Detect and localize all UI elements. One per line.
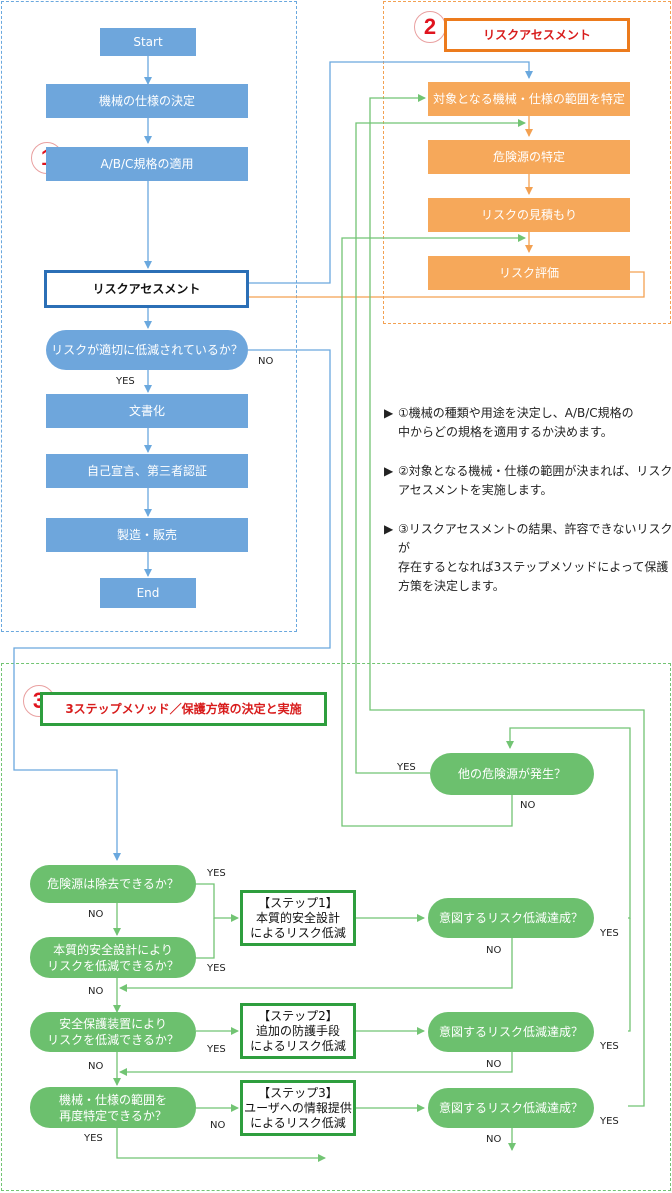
section3-title: 3ステップメソッド／保護方策の決定と実施 [40, 692, 327, 726]
achieved-decision-1: 意図するリスク低減達成？ [428, 898, 594, 938]
note-1-text: ①機械の種類や用途を決定し、A/B/C規格の 中からどの規格を適用するか決めます… [398, 406, 634, 439]
respecify-decision: 機械・仕様の範囲を 再度特定できるか？ [30, 1087, 196, 1128]
manufacturing-node: 製造・販売 [46, 518, 248, 552]
achieved-1-yes-label: YES [600, 928, 619, 939]
inherent-yes-label: YES [207, 963, 226, 974]
other-hazard-decision: 他の危険源が発生？ [430, 753, 594, 795]
inherent-no-label: NO [88, 986, 104, 997]
note-2: ▶ ②対象となる機械・仕様の範囲が決まれば、リスク アセスメントを実施します。 [384, 462, 672, 506]
achieved-2-no-label: NO [486, 1059, 502, 1070]
achieved-decision-3: 意図するリスク低減達成？ [428, 1088, 594, 1128]
risk-reduced-decision: リスクが適切に低減されているか？ [46, 330, 248, 370]
start-node: Start [100, 28, 196, 56]
standards-node: A/B/C規格の適用 [46, 147, 248, 181]
remove-hazard-decision: 危険源は除去できるか？ [30, 865, 196, 903]
inherent-design-decision: 本質的安全設計により リスクを低減できるか？ [30, 937, 196, 978]
spec-decision-node: 機械の仕様の決定 [46, 84, 248, 118]
risk-estimation-node: リスクの見積もり [428, 198, 630, 232]
documentation-node: 文書化 [46, 394, 248, 428]
achieved-1-no-label: NO [486, 945, 502, 956]
section3-frame [1, 663, 671, 1191]
safeguard-decision: 安全保護装置により リスクを低減できるか？ [30, 1012, 196, 1052]
section2-frame [383, 1, 671, 324]
step2-node: 【ステップ2】 追加の防護手段 によるリスク低減 [240, 1003, 356, 1059]
respecify-no-label: NO [210, 1120, 226, 1131]
scope-node: 対象となる機械・仕様の範囲を特定 [428, 82, 630, 116]
note-marker-icon: ▶ [384, 522, 394, 536]
achieved-3-yes-label: YES [600, 1116, 619, 1127]
other-hazard-yes-label: YES [397, 762, 416, 773]
note-marker-icon: ▶ [384, 406, 394, 420]
risk-evaluation-node: リスク評価 [428, 256, 630, 290]
section2-title: リスクアセスメント [444, 18, 630, 52]
risk-reduced-no-label: NO [258, 356, 274, 367]
other-hazard-no-label: NO [520, 800, 536, 811]
note-marker-icon: ▶ [384, 464, 394, 478]
step1-node: 【ステップ1】 本質的安全設計 によるリスク低減 [240, 890, 356, 946]
section1-frame [1, 1, 297, 632]
risk-assessment-node: リスクアセスメント [44, 270, 249, 308]
step3-node: 【ステップ3】 ユーザへの情報提供 によるリスク低減 [240, 1080, 356, 1136]
hazard-id-node: 危険源の特定 [428, 140, 630, 174]
risk-reduced-yes-label: YES [116, 376, 135, 387]
note-1: ▶ ①機械の種類や用途を決定し、A/B/C規格の 中からどの規格を適用するか決め… [384, 404, 672, 448]
note-3: ▶ ③リスクアセスメントの結果、許容できないリスクが 存在するとなれば3ステップ… [384, 520, 672, 593]
respecify-yes-label: YES [84, 1133, 103, 1144]
remove-hazard-no-label: NO [88, 909, 104, 920]
note-3-text: ③リスクアセスメントの結果、許容できないリスクが 存在するとなれば3ステップメソ… [398, 522, 672, 593]
safeguard-no-label: NO [88, 1061, 104, 1072]
badge-two: 2 [414, 11, 446, 43]
safeguard-yes-label: YES [207, 1044, 226, 1055]
end-node: End [100, 578, 196, 608]
certification-node: 自己宣言、第三者認証 [46, 454, 248, 488]
achieved-2-yes-label: YES [600, 1041, 619, 1052]
achieved-3-no-label: NO [486, 1134, 502, 1145]
remove-hazard-yes-label: YES [207, 868, 226, 879]
achieved-decision-2: 意図するリスク低減達成？ [428, 1012, 594, 1052]
note-2-text: ②対象となる機械・仕様の範囲が決まれば、リスク アセスメントを実施します。 [398, 464, 672, 497]
